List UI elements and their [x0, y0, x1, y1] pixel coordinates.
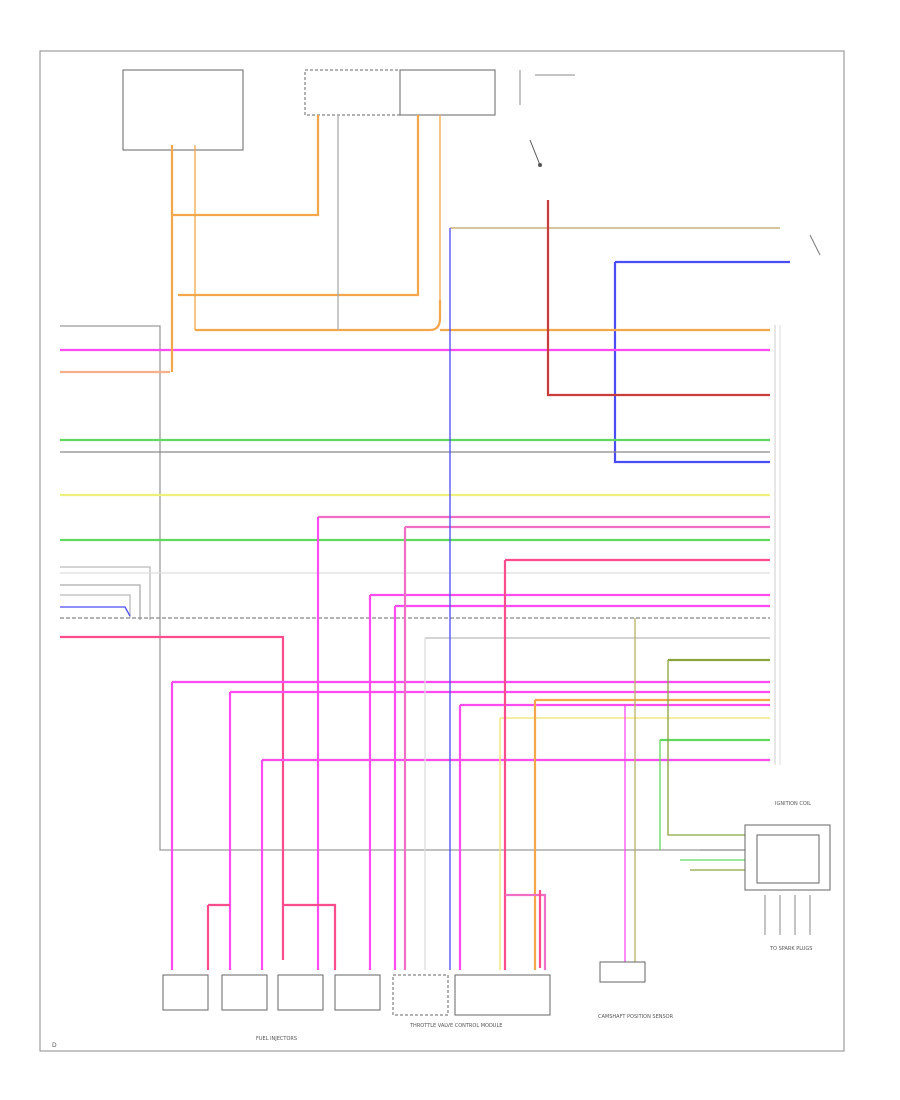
bottom-text-labels: FUEL INJECTORS THROTTLE VALVE CONTROL MO…	[52, 801, 812, 1049]
footer-code: D	[52, 1042, 57, 1049]
ignition-switch-symbol	[519, 70, 575, 167]
vertical-wires	[170, 115, 745, 970]
ignition-coil-inner	[756, 834, 820, 884]
throttle-module-box	[392, 974, 449, 1016]
top-components	[122, 69, 821, 256]
ground-symbol	[809, 234, 821, 256]
throttle-module-box-2	[454, 974, 551, 1016]
component-box-left	[122, 69, 244, 151]
spark-plug-leads	[764, 895, 811, 935]
component-box-mid	[399, 69, 496, 116]
fuel-injector-1	[162, 974, 209, 1011]
camshaft-sensor-box	[599, 961, 646, 983]
ignition-coil-label: IGNITION COIL	[775, 801, 811, 807]
component-box-mid-left	[304, 69, 401, 116]
bottom-components	[162, 824, 831, 1016]
fuel-injectors-label: FUEL INJECTORS	[256, 1036, 297, 1042]
diagram-frame	[39, 50, 845, 1052]
horizontal-wires	[60, 200, 790, 960]
right-connector-strip	[774, 325, 781, 765]
throttle-module-label: THROTTLE VALVE CONTROL MODULE	[409, 1023, 502, 1029]
spark-plugs-label: TO SPARK PLUGS	[769, 946, 812, 952]
fuel-injector-4	[334, 974, 381, 1011]
fuel-injector-2	[221, 974, 268, 1011]
fuel-injector-3	[277, 974, 324, 1011]
camshaft-sensor-label: CAMSHAFT POSITION SENSOR	[598, 1014, 674, 1020]
